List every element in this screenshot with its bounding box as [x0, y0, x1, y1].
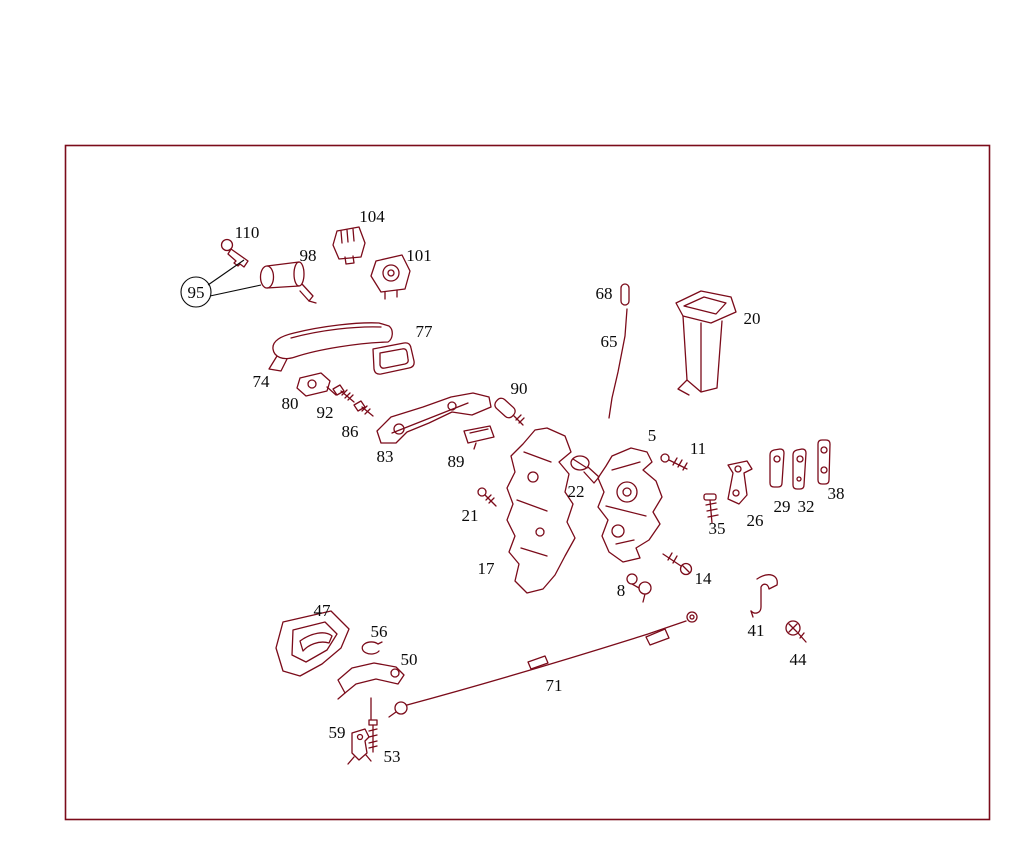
part-22-grommet — [570, 455, 600, 484]
part-50-release-lever — [337, 662, 405, 720]
part-5-lock-mechanism — [597, 447, 663, 563]
callout-83[interactable]: 83 — [377, 447, 394, 466]
part-26-striker — [727, 460, 753, 505]
part-92-screw — [332, 384, 355, 403]
part-8-lever-clip — [626, 573, 652, 603]
part-110-key — [220, 238, 249, 268]
part-65-control-rod — [608, 308, 628, 419]
callout-21[interactable]: 21 — [462, 506, 479, 525]
part-17-latch-carrier — [506, 427, 576, 594]
part-53-pin — [368, 719, 378, 753]
callout-80[interactable]: 80 — [282, 394, 299, 413]
callout-22[interactable]: 22 — [568, 482, 585, 501]
part-104-switch-block — [332, 226, 366, 265]
part-35-screw — [703, 493, 719, 524]
part-83-handle-carrier — [376, 392, 492, 444]
callout-77[interactable]: 77 — [416, 322, 434, 341]
callout-17[interactable]: 17 — [478, 559, 496, 578]
part-21-screw — [477, 487, 497, 507]
callout-5[interactable]: 5 — [648, 426, 657, 445]
part-89-clip-block — [463, 425, 495, 450]
callout-29[interactable]: 29 — [774, 497, 791, 516]
callout-47[interactable]: 47 — [314, 601, 332, 620]
callout-53[interactable]: 53 — [384, 747, 401, 766]
callout-leaders — [180, 259, 262, 308]
callout-26[interactable]: 26 — [747, 511, 764, 530]
callout-71[interactable]: 71 — [546, 676, 563, 695]
part-56-retaining-ring — [361, 641, 383, 655]
part-68-pin — [620, 283, 630, 306]
callout-74[interactable]: 74 — [253, 372, 271, 391]
callout-95-circle[interactable] — [180, 276, 212, 308]
callout-59[interactable]: 59 — [329, 723, 346, 742]
callout-98[interactable]: 98 — [300, 246, 317, 265]
part-20-housing — [675, 290, 737, 396]
callout-35[interactable]: 35 — [709, 519, 726, 538]
callout-56[interactable]: 56 — [371, 622, 388, 641]
callout-41[interactable]: 41 — [748, 621, 765, 640]
callout-68[interactable]: 68 — [596, 284, 613, 303]
part-44-screw — [785, 620, 807, 643]
part-101-micro-switch — [370, 254, 411, 300]
part-71-bowden-cable — [388, 611, 698, 718]
callout-labels: 110 104 98 101 95 77 74 80 92 86 83 89 9… — [188, 207, 845, 766]
callout-104[interactable]: 104 — [359, 207, 385, 226]
callout-110[interactable]: 110 — [235, 223, 260, 242]
diagram-border — [64, 144, 991, 821]
callout-20[interactable]: 20 — [744, 309, 761, 328]
parts-artwork — [220, 226, 831, 765]
leader-95-to-key — [207, 259, 245, 286]
callout-86[interactable]: 86 — [342, 422, 359, 441]
part-74-exterior-handle — [268, 322, 393, 372]
callout-95[interactable]: 95 — [188, 283, 205, 302]
part-86-screw — [353, 400, 374, 417]
part-14-screw — [662, 552, 693, 576]
callout-14[interactable]: 14 — [695, 569, 713, 588]
part-47-interior-handle-bezel — [275, 610, 350, 677]
part-29-shim-plate — [769, 448, 785, 488]
callout-65[interactable]: 65 — [601, 332, 618, 351]
callout-32[interactable]: 32 — [798, 497, 815, 516]
callout-89[interactable]: 89 — [448, 452, 465, 471]
callout-44[interactable]: 44 — [790, 650, 808, 669]
leader-95-to-cylinder — [209, 284, 262, 297]
part-59-clip — [347, 728, 372, 765]
callout-90[interactable]: 90 — [511, 379, 528, 398]
part-11-screw — [660, 453, 688, 471]
callout-50[interactable]: 50 — [401, 650, 418, 669]
part-77-handle-cover — [372, 342, 415, 375]
callout-92[interactable]: 92 — [317, 403, 334, 422]
callout-101[interactable]: 101 — [406, 246, 432, 265]
part-38-shim-plate — [817, 439, 831, 485]
part-41-strap-bracket — [750, 574, 778, 618]
callout-38[interactable]: 38 — [828, 484, 845, 503]
part-98-lock-cylinder — [259, 261, 317, 304]
part-80-bracket — [296, 372, 337, 397]
part-90-bolt — [494, 397, 525, 426]
part-32-shim-plate — [792, 448, 807, 490]
callout-11[interactable]: 11 — [690, 439, 706, 458]
callout-8[interactable]: 8 — [617, 581, 626, 600]
